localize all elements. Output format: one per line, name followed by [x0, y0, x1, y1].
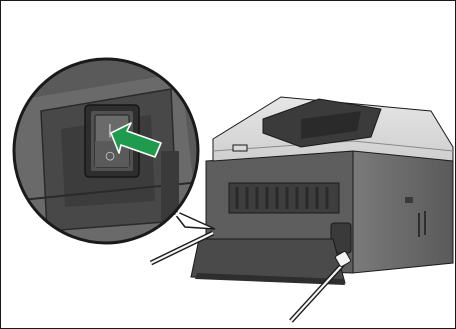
- output-tray: [190, 238, 346, 284]
- printer: [190, 96, 454, 285]
- switch-off-symbol: ○: [105, 149, 115, 162]
- callout-pointer: [170, 208, 216, 230]
- magnifier: | ○: [10, 55, 202, 247]
- press-arrow-icon: [110, 122, 162, 158]
- side-vent: [405, 197, 426, 237]
- rear-grille: [228, 182, 340, 214]
- switch-on-symbol: |: [108, 123, 112, 138]
- printer-side-panel: [352, 148, 454, 274]
